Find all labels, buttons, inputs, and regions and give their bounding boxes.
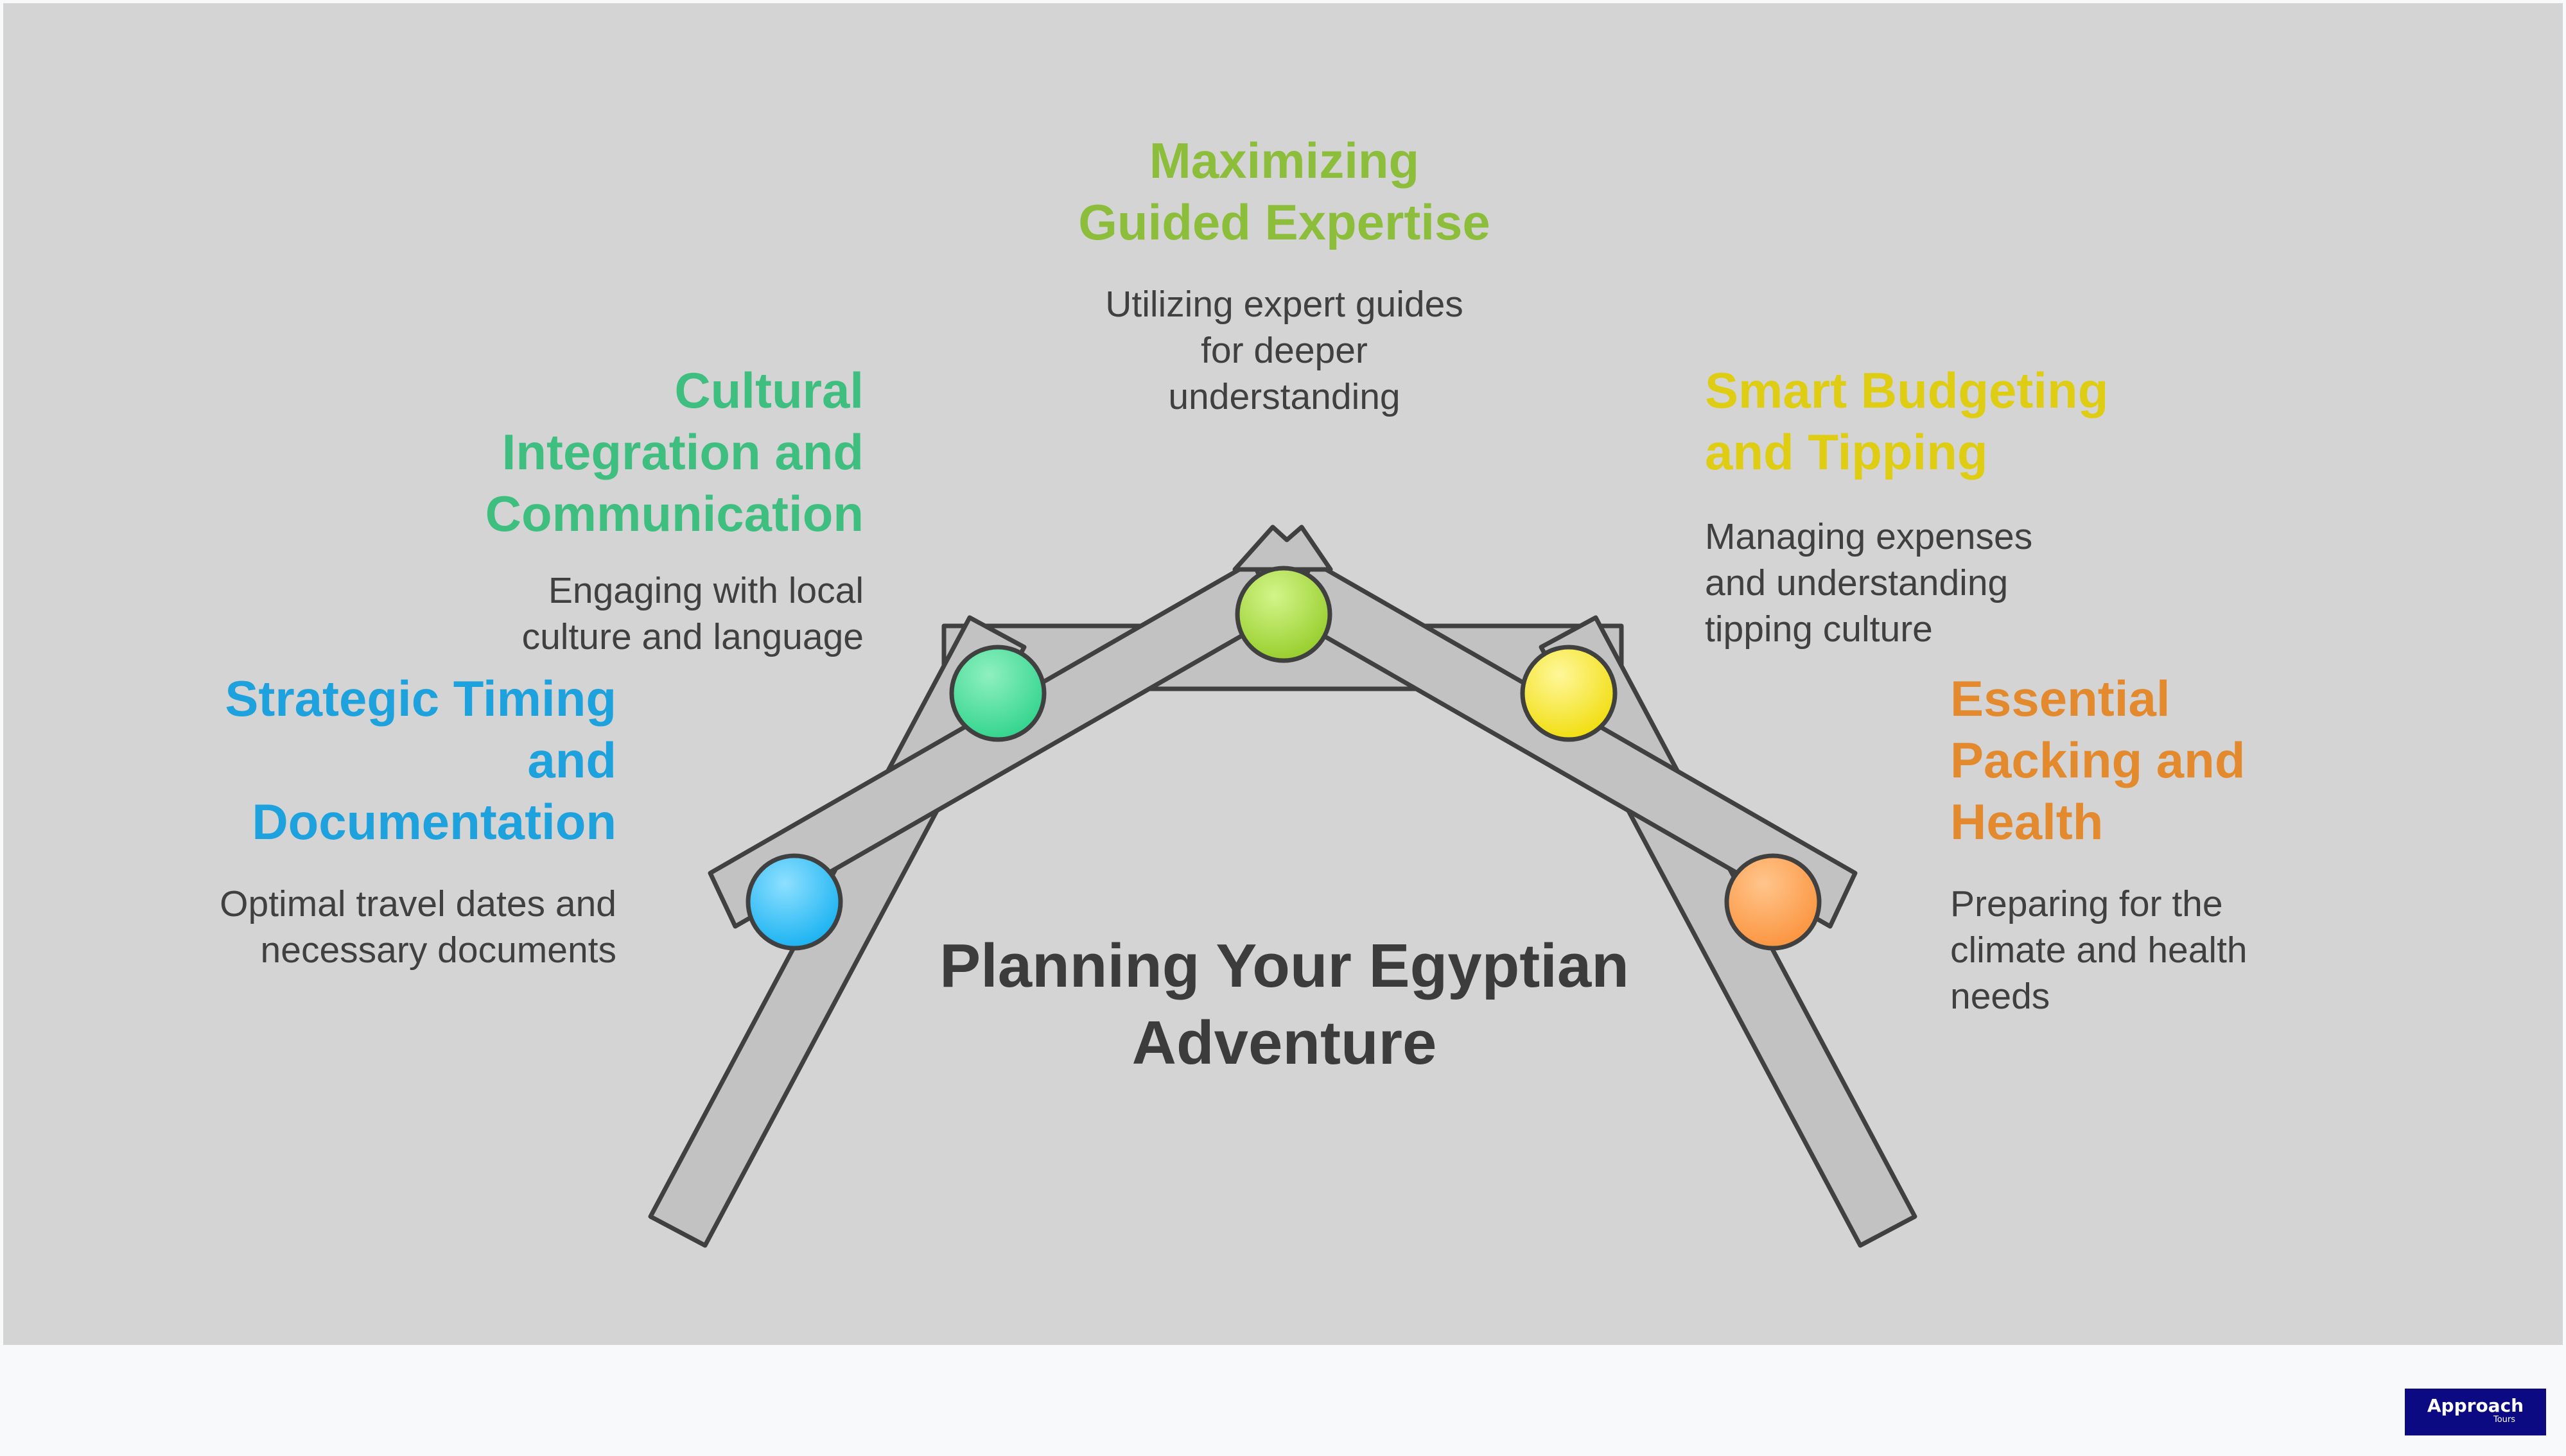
topic-description: Optimal travel dates and necessary docum… (220, 883, 616, 971)
diagram-canvas: Strategic Timing and Documentation Optim… (3, 3, 2563, 1345)
topic-cultural: Cultural Integration and Communication E… (478, 360, 864, 660)
logo-line1: Approach (2427, 1395, 2524, 1416)
apex-cap (1232, 524, 1333, 572)
topic-strategic: Strategic Timing and Documentation Optim… (196, 668, 616, 973)
topic-title: Strategic Timing and Documentation (225, 670, 616, 850)
topic-description: Engaging with local culture and language (521, 570, 864, 657)
topic-budgeting: Smart Budgeting and Tipping Managing exp… (1705, 360, 2167, 652)
topic-title: Smart Budgeting and Tipping (1705, 362, 2109, 480)
node-cultural (949, 645, 1047, 742)
logo-line2: Tours (2493, 1415, 2516, 1425)
topic-title: Cultural Integration and Communication (485, 362, 864, 542)
topic-description: Preparing for the climate and health nee… (1950, 883, 2247, 1017)
topic-description: Utilizing expert guides for deeper under… (1105, 284, 1463, 417)
node-strategic (746, 853, 843, 951)
approach-tours-logo: Approach Tours (2405, 1389, 2546, 1435)
topic-packing: Essential Packing and Health Preparing f… (1950, 668, 2310, 1019)
scaffold-diagram (648, 524, 1917, 1248)
center-title: Planning Your Egyptian Adventure (939, 932, 1629, 1077)
node-guided (1235, 566, 1332, 663)
topic-description: Managing expenses and understanding tipp… (1705, 516, 2033, 650)
topic-title: Essential Packing and Health (1950, 670, 2246, 850)
topic-title: Maximizing Guided Expertise (1078, 132, 1490, 250)
topic-guided: Maximizing Guided Expertise Utilizing ex… (1056, 130, 1512, 420)
node-budgeting (1520, 645, 1618, 742)
node-packing (1724, 853, 1822, 951)
